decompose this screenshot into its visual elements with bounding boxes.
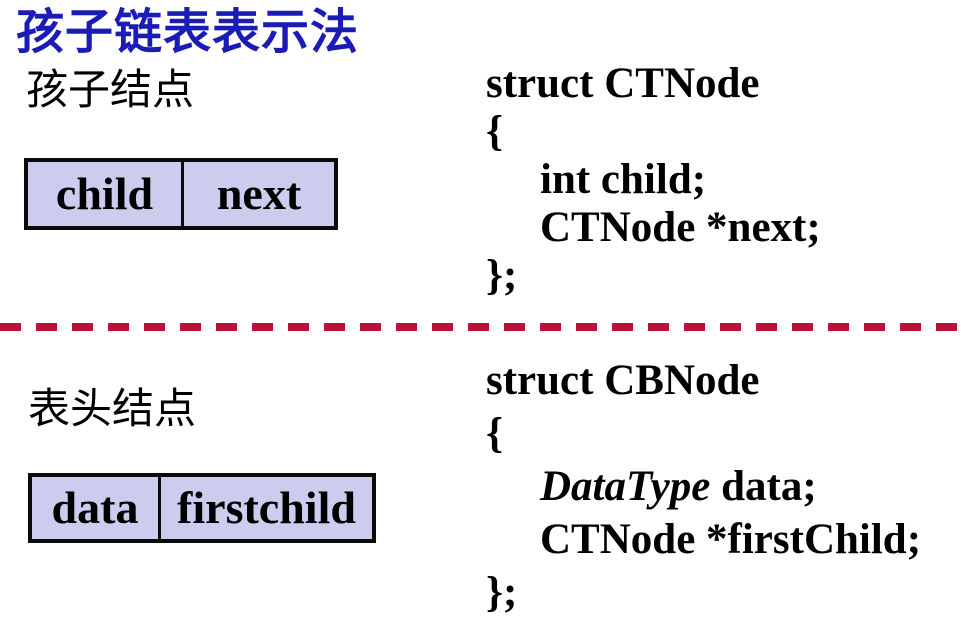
code-line-close-brace: }; [486, 252, 518, 299]
node-cell-data: data [51, 482, 139, 533]
node-cell-firstchild: firstchild [158, 477, 372, 539]
code-line-ctnode-next: CTNode *next; [540, 204, 821, 251]
code-line-close-brace: }; [486, 569, 518, 616]
code-line-open-brace: { [486, 108, 503, 155]
code-line-struct-cbnode: struct CBNode [486, 357, 760, 404]
cbnode-code-block: struct CBNode { DataType data; CTNode *f… [486, 354, 921, 619]
code-line-struct-ctnode: struct CTNode [486, 60, 760, 107]
page-title: 孩子链表表示法 [16, 6, 360, 59]
code-line-int-child: int child; [540, 156, 707, 203]
header-node-label: 表头结点 [28, 387, 197, 433]
node-cell-child: child [55, 168, 154, 219]
child-node-label: 孩子结点 [26, 68, 195, 114]
header-node-diagram: data firstchild [28, 473, 376, 543]
code-line-ctnode-firstchild: CTNode *firstChild; [540, 516, 922, 563]
child-node-diagram: child next [24, 158, 338, 230]
dashed-divider-line [0, 323, 961, 331]
code-line-datatype-data: DataType data; [486, 460, 921, 513]
node-cell-next: next [181, 162, 334, 226]
code-line-open-brace: { [486, 410, 503, 457]
datatype-keyword: DataType [540, 463, 711, 510]
data-declaration: data; [710, 463, 817, 510]
ctnode-code-block: struct CTNode { int child; CTNode *next;… [486, 60, 821, 300]
